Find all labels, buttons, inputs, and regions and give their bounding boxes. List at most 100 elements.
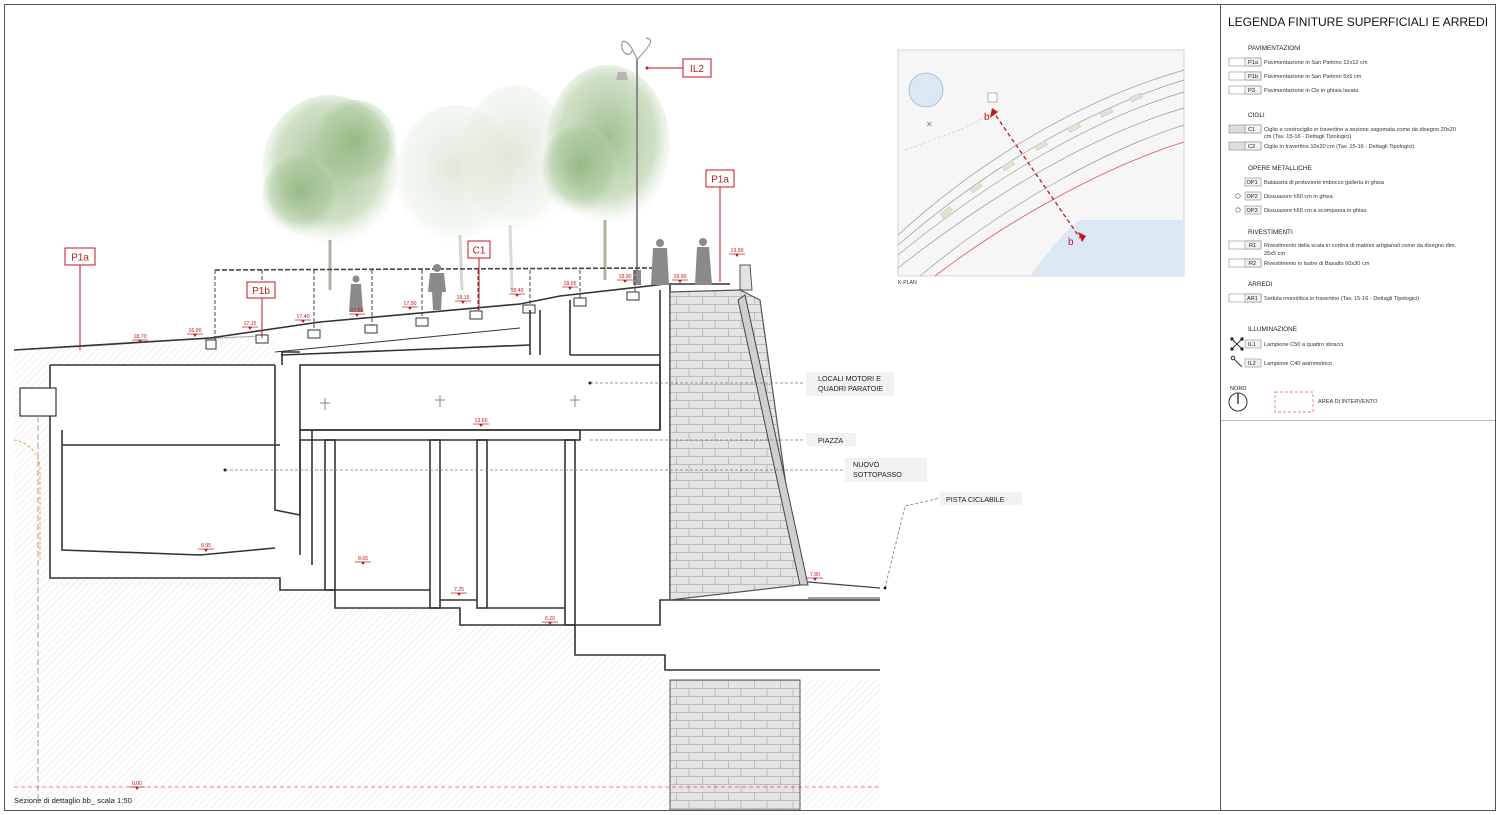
- legend-panel: LEGENDA FINITURE SUPERFICIALI E ARREDI P…: [1228, 15, 1488, 413]
- svg-text:SOTTOPASSO: SOTTOPASSO: [853, 470, 902, 479]
- svg-text:P1b: P1b: [252, 286, 270, 297]
- tag-c1: C1: [467, 240, 491, 259]
- svg-text:Dissuasore h50 cm in ghisa: Dissuasore h50 cm in ghisa: [1264, 194, 1334, 200]
- tag-il2: IL2: [645, 58, 712, 78]
- svg-text:QUADRI PARATOIE: QUADRI PARATOIE: [818, 384, 883, 393]
- svg-text:13.60: 13.60: [475, 418, 488, 424]
- elevation-2: 16.90: [187, 328, 203, 337]
- leader-lines: [225, 382, 941, 589]
- tree-middle: [460, 85, 570, 291]
- svg-text:✕: ✕: [926, 120, 933, 129]
- svg-text:18.90: 18.90: [619, 274, 632, 280]
- person-4: [695, 238, 712, 285]
- elevation-3: 17.15: [242, 321, 258, 330]
- svg-text:PISTA CICLABILE: PISTA CICLABILE: [946, 495, 1005, 504]
- svg-text:18.15: 18.15: [457, 295, 470, 301]
- svg-text:R2: R2: [1249, 261, 1256, 267]
- room-label-piazza: PIAZZA: [806, 433, 856, 446]
- elevation-15: 8.65: [355, 556, 371, 565]
- equipment-box: [19, 387, 57, 417]
- people: [349, 238, 712, 312]
- trees: [262, 65, 670, 291]
- tag-leaders: [79, 67, 721, 350]
- svg-text:P1a: P1a: [711, 175, 729, 186]
- svg-text:17.40: 17.40: [297, 314, 310, 320]
- wall-fixtures: [320, 395, 580, 410]
- elevation-1: 18.70: [132, 334, 148, 343]
- elevation-markers: 18.70 16.90 17.15 17.40 17.65 17.90 18.1…: [129, 248, 823, 790]
- elevation-9: 18.65: [562, 281, 578, 290]
- svg-text:7.80: 7.80: [810, 572, 820, 578]
- tree-right: [542, 65, 670, 280]
- slab-underside: [274, 327, 521, 353]
- elevation-10: 18.90: [617, 274, 633, 283]
- elevation-4: 17.40: [295, 314, 311, 323]
- svg-text:19.90: 19.90: [731, 248, 744, 254]
- key-plan: b b ✕: [897, 49, 1185, 277]
- legend-title: LEGENDA FINITURE SUPERFICIALI E ARREDI: [1228, 15, 1488, 29]
- svg-text:C1: C1: [473, 246, 486, 257]
- kplan-caption: K-PLAN: [898, 280, 917, 286]
- svg-text:6.20: 6.20: [545, 616, 555, 622]
- elevation-16: 7.25: [451, 587, 467, 596]
- svg-text:LOCALI MOTORI E: LOCALI MOTORI E: [818, 374, 881, 383]
- bollards: [205, 291, 640, 350]
- area-intervento-swatch: AREA DI INTERVENTO: [1274, 391, 1378, 413]
- svg-text:IL2: IL2: [1248, 361, 1256, 367]
- elevation-17: 6.20: [542, 616, 558, 625]
- svg-text:P1a: P1a: [71, 253, 89, 264]
- svg-text:NUOVO: NUOVO: [853, 460, 880, 469]
- street-lamp: [616, 37, 652, 285]
- svg-text:OP2: OP2: [1247, 194, 1258, 200]
- svg-text:C2: C2: [1248, 144, 1255, 150]
- fountain: [908, 72, 944, 108]
- svg-text:7.25: 7.25: [454, 587, 464, 593]
- room-label-sottopasso: NUOVO SOTTOPASSO: [845, 458, 927, 482]
- svg-text:AREA DI INTERVENTO: AREA DI INTERVENTO: [1318, 399, 1378, 405]
- svg-text:18.65: 18.65: [564, 281, 577, 287]
- svg-text:P1b: P1b: [1248, 74, 1258, 80]
- svg-text:Pavimentazione in Cls in ghiai: Pavimentazione in Cls in ghiaia lavata: [1264, 88, 1359, 94]
- north-arrow-icon: NORD: [1228, 386, 1248, 412]
- tag-p1b: P1b: [246, 281, 276, 299]
- svg-text:Balaustra di protezione imbocc: Balaustra di protezione imbocco galleria…: [1264, 180, 1385, 186]
- svg-text:8.65: 8.65: [358, 556, 368, 562]
- tag-p1a-right: P1a: [705, 169, 735, 188]
- elevation-13: 13.60: [473, 418, 489, 427]
- legend-item-op2: OP2 Dissuasore h50 cm in ghisa: [1235, 191, 1334, 201]
- legend-heading-illuminazione: ILLUMINAZIONE: [1248, 326, 1297, 333]
- room-label-locali: LOCALI MOTORI E QUADRI PARATOIE: [806, 372, 894, 396]
- svg-text:8.95: 8.95: [201, 543, 211, 549]
- elevation-11: 18.90: [672, 274, 688, 283]
- elevation-5: 17.65: [349, 308, 365, 317]
- legend-item-il2: IL2 Lampione C40 asimmetrico: [1230, 355, 1332, 368]
- svg-text:18.40: 18.40: [511, 288, 524, 294]
- svg-text:Ciglio e controciglio in trave: Ciglio e controciglio in travertino a se…: [1264, 127, 1456, 133]
- svg-text:0.00: 0.00: [132, 781, 142, 787]
- svg-text:Lampione C40 asimmetrico: Lampione C40 asimmetrico: [1264, 361, 1332, 367]
- leader-dots: [223, 381, 887, 590]
- svg-text:IL2: IL2: [690, 64, 704, 75]
- tree-left: [262, 95, 398, 290]
- envelope-arc: [13, 439, 41, 560]
- legend-heading-opere: OPERE METALLICHE: [1248, 165, 1312, 172]
- cycle-path-surface: [807, 581, 881, 589]
- legend-heading-rivestimenti: RIVESTIMENTI: [1248, 229, 1293, 236]
- lamp-asymmetric-icon: [1230, 355, 1243, 368]
- elevation-12: 19.90: [729, 248, 745, 257]
- svg-text:cm (Tav. 15-16 - Dettagli Tipo: cm (Tav. 15-16 - Dettagli Tipologici): [1264, 134, 1351, 140]
- lamp-four-arm-icon: [1230, 337, 1244, 351]
- masonry-wall: [669, 264, 809, 811]
- elevation-14: 8.95: [198, 543, 214, 552]
- terrace-surface: [13, 283, 730, 351]
- svg-text:25x5 cm: 25x5 cm: [1264, 251, 1285, 257]
